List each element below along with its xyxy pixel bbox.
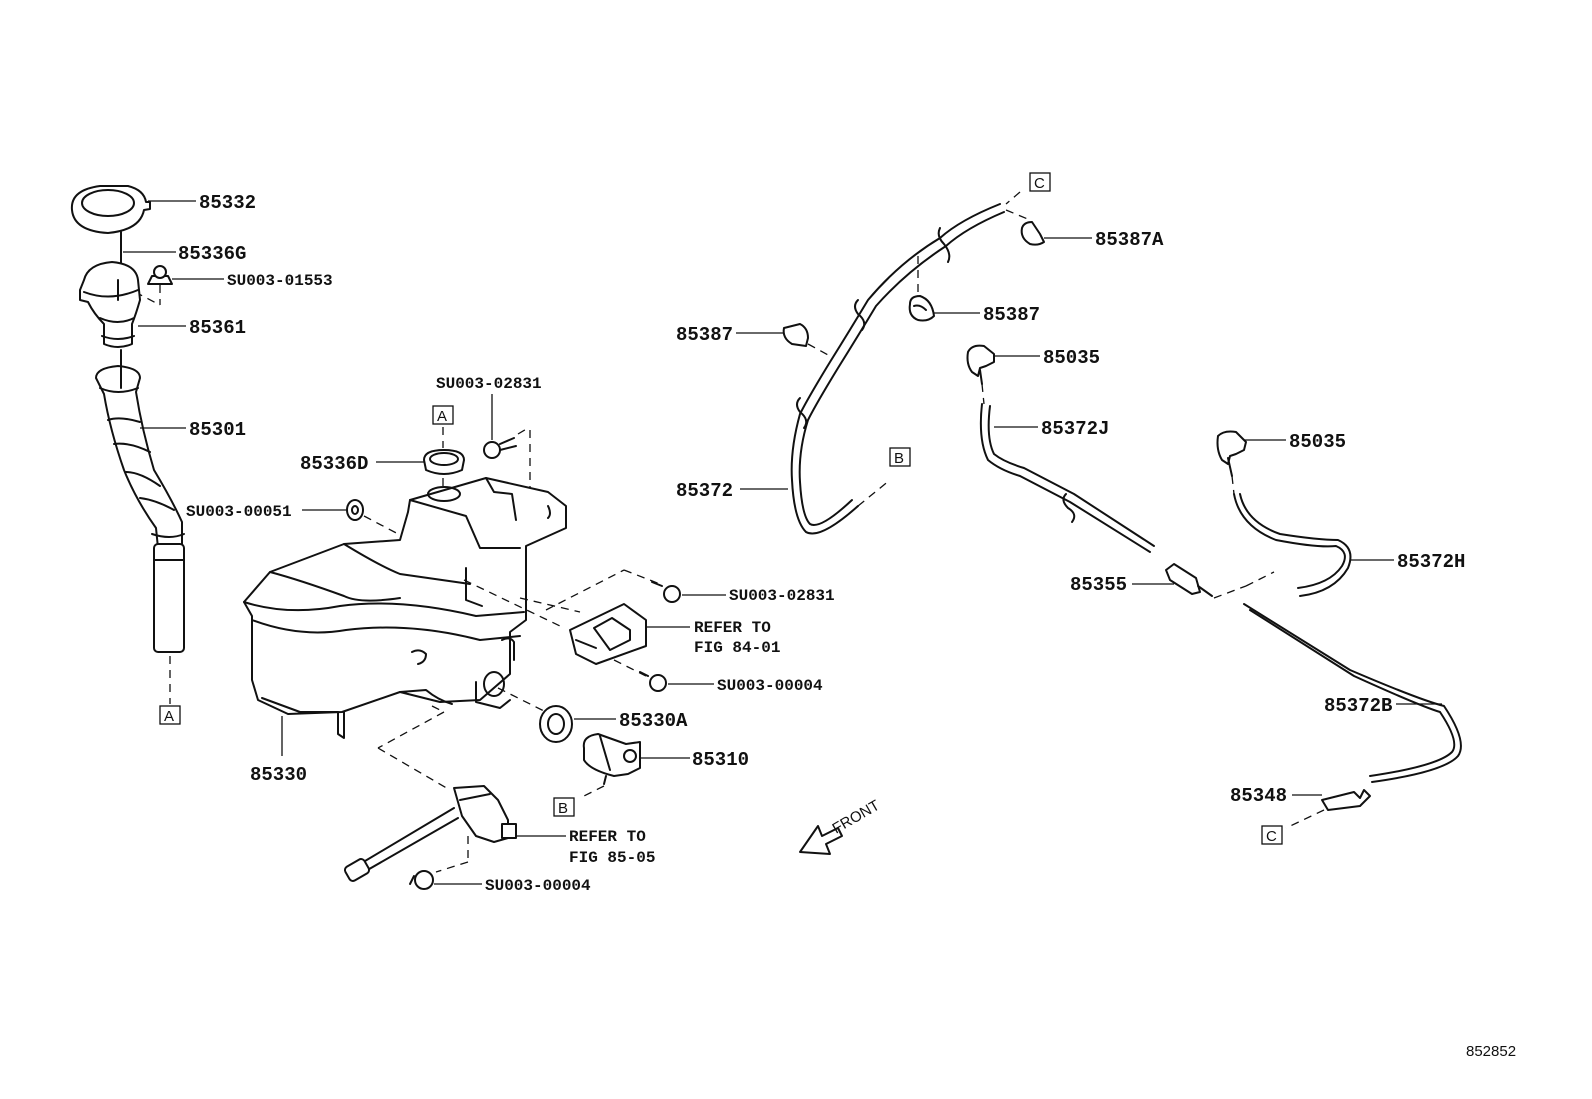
label-SU003-00004-lower[interactable]: SU003-00004	[485, 877, 591, 895]
label-85372[interactable]: 85372	[676, 480, 733, 502]
label-85330[interactable]: 85330	[250, 764, 307, 786]
washer-hose-85372J[interactable]	[979, 403, 1155, 553]
label-SU003-00004-upper[interactable]: SU003-00004	[717, 677, 823, 695]
connector-B-lower-label: B	[558, 800, 568, 817]
label-SU003-01553[interactable]: SU003-01553	[227, 272, 333, 290]
label-85310[interactable]: 85310	[692, 749, 749, 771]
check-valve-85355[interactable]	[1165, 563, 1213, 597]
clip-85387-left[interactable]	[782, 323, 809, 347]
label-refer-to-84[interactable]: REFER TO	[694, 619, 771, 637]
label-85372B[interactable]: 85372B	[1324, 695, 1392, 717]
filler-hose-85301[interactable]	[95, 349, 185, 653]
bolt-SU003-00004-lower[interactable]	[409, 870, 434, 890]
label-85348[interactable]: 85348	[1230, 785, 1287, 807]
label-85372J[interactable]: 85372J	[1041, 418, 1109, 440]
label-SU003-02831-upper[interactable]: SU003-02831	[436, 375, 542, 393]
filler-cap-85332[interactable]	[70, 185, 151, 234]
label-85372H[interactable]: 85372H	[1397, 551, 1465, 573]
label-85336G[interactable]: 85336G	[178, 243, 246, 265]
front-arrow-icon	[799, 825, 843, 855]
label-85330A[interactable]: 85330A	[619, 710, 688, 732]
bolt-SU003-02831-upper[interactable]	[483, 437, 517, 459]
label-85035-upper[interactable]: 85035	[1043, 347, 1100, 369]
connector-B-lower[interactable]	[553, 797, 575, 817]
label-85355[interactable]: 85355	[1070, 574, 1127, 596]
joint-85348[interactable]	[1321, 789, 1371, 811]
label-85387-right[interactable]: 85387	[983, 304, 1040, 326]
washer-nozzle-85035-lower[interactable]	[1216, 430, 1247, 477]
connector-C-upper-label: C	[1034, 175, 1045, 192]
grommet-85336D[interactable]	[423, 449, 465, 475]
label-85387A[interactable]: 85387A	[1095, 229, 1164, 251]
bolt-SU003-00004-upper[interactable]	[639, 671, 667, 692]
washer-pump-85310[interactable]	[582, 733, 641, 785]
label-85332[interactable]: 85332	[199, 192, 256, 214]
connector-A-lower-label: A	[164, 708, 174, 725]
washer-hose-85372H[interactable]	[1233, 493, 1352, 597]
connector-C-lower-label: C	[1266, 828, 1277, 845]
figure-number: 852852	[1466, 1043, 1516, 1060]
bolt-SU003-02831-lower[interactable]	[651, 581, 681, 603]
level-sensor-fig-85-05[interactable]	[343, 785, 517, 882]
label-85336D[interactable]: 85336D	[300, 453, 368, 475]
washer-motor-fig-84-01[interactable]	[569, 603, 647, 665]
grommet-85330A[interactable]	[539, 705, 573, 743]
grommet-SU003-00051[interactable]	[346, 499, 364, 521]
connector-C-lower[interactable]	[1261, 825, 1283, 845]
connector-B-upper[interactable]	[889, 447, 911, 467]
label-85361[interactable]: 85361	[189, 317, 246, 339]
connector-A-upper[interactable]	[432, 405, 454, 425]
washer-nozzle-85035-upper[interactable]	[966, 344, 995, 385]
clip-85387-right[interactable]	[908, 295, 935, 322]
filler-neck-85361[interactable]	[79, 261, 141, 348]
label-fig-85-05[interactable]: FIG 85-05	[569, 849, 655, 867]
clip-85387A[interactable]	[1020, 221, 1045, 246]
label-SU003-00051[interactable]: SU003-00051	[186, 503, 292, 521]
washer-hose-85372B[interactable]	[1243, 603, 1462, 783]
label-fig-84-01[interactable]: FIG 84-01	[694, 639, 780, 657]
washer-hose-85372[interactable]	[790, 203, 1005, 535]
connector-B-upper-label: B	[894, 450, 904, 467]
label-85035-lower[interactable]: 85035	[1289, 431, 1346, 453]
front-label: FRONT	[830, 797, 883, 838]
label-SU003-02831-lower[interactable]: SU003-02831	[729, 587, 835, 605]
label-85301[interactable]: 85301	[189, 419, 246, 441]
connector-A-lower[interactable]	[159, 705, 181, 725]
connector-A-upper-label: A	[437, 408, 447, 425]
washer-tank-85330[interactable]	[243, 477, 567, 739]
clip-SU003-01553[interactable]	[147, 265, 173, 285]
label-85387-left[interactable]: 85387	[676, 324, 733, 346]
connector-C-upper[interactable]	[1029, 172, 1051, 192]
label-refer-to-85[interactable]: REFER TO	[569, 828, 646, 846]
